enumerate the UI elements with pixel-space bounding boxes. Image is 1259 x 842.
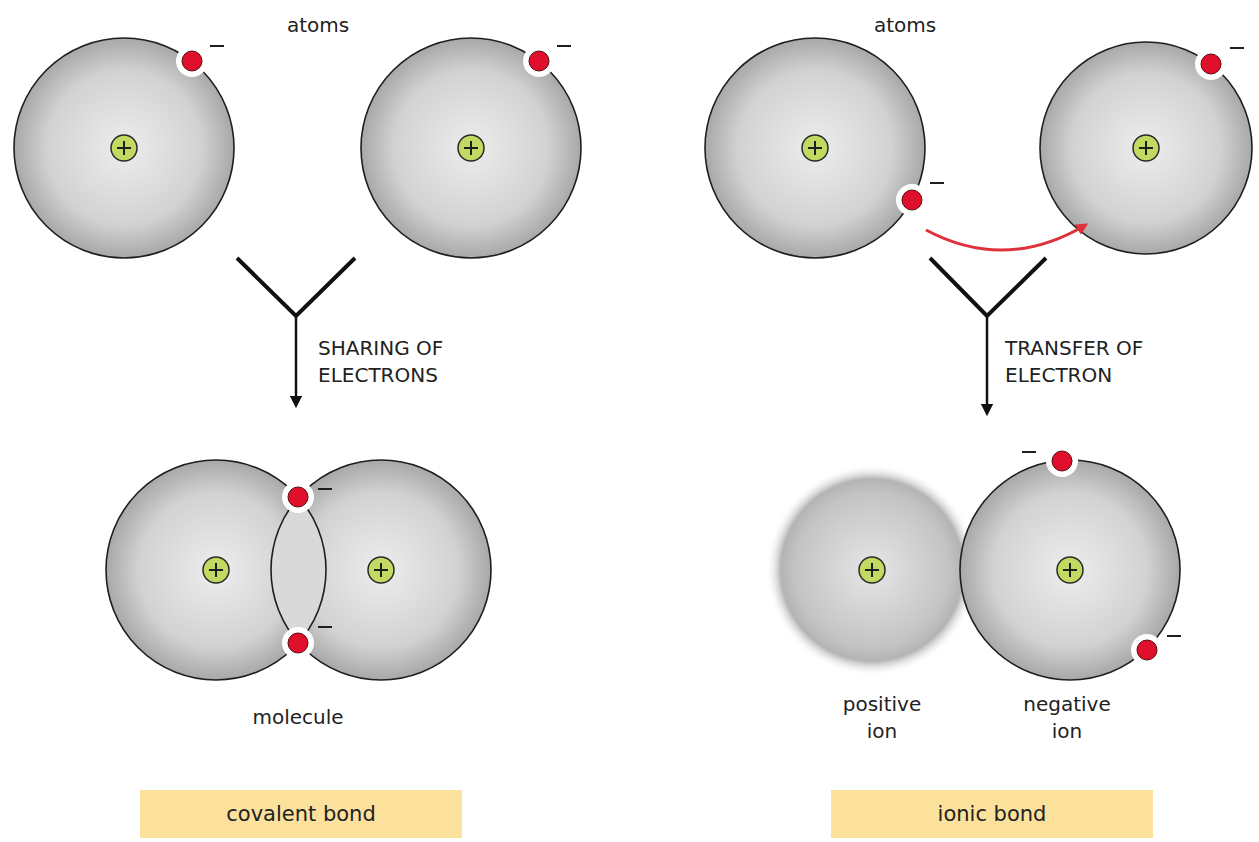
minus-sign [557, 45, 571, 47]
minus-sign [210, 45, 224, 47]
box-label: ionic bond [938, 802, 1047, 826]
minus-sign [318, 488, 332, 490]
plus-sign [1139, 141, 1153, 155]
atom-shell [705, 38, 925, 258]
minus-sign [1230, 47, 1244, 49]
merge-arrow [930, 258, 1046, 316]
atom-shell [361, 38, 581, 258]
atom-shell [271, 460, 491, 680]
plus-sign [464, 141, 478, 155]
merge-arrow [237, 258, 1046, 410]
minus-sign [1167, 635, 1181, 637]
ion-label: negative ion [1017, 691, 1117, 745]
nucleus [802, 135, 828, 161]
merge-arrow [237, 258, 355, 316]
bond-type-box: covalent bond [140, 790, 462, 838]
nucleus [458, 135, 484, 161]
atom-shell [106, 460, 326, 680]
electron [529, 51, 549, 71]
group-label: atoms [874, 12, 936, 39]
atom-shell [14, 38, 234, 258]
process-label: SHARING OF ELECTRONS [318, 335, 498, 389]
nucleus [111, 135, 1159, 583]
negative-ion-shell [960, 460, 1180, 680]
electron-halo [1131, 634, 1163, 666]
electron [1052, 451, 1072, 471]
plus-sign [808, 141, 822, 155]
plus-sign [374, 563, 388, 577]
shared-region [271, 497, 326, 643]
electron [1137, 640, 1157, 660]
ion-label: positive ion [832, 691, 932, 745]
positive-ion-shell [766, 464, 978, 676]
electron [182, 51, 202, 71]
plus-sign [209, 563, 223, 577]
nucleus [1133, 135, 1159, 161]
nucleus [859, 557, 885, 583]
electron-halo [896, 184, 928, 216]
electron-halo [1195, 48, 1227, 80]
merge-arrow [295, 316, 298, 402]
electron [1201, 54, 1221, 74]
atom-shell [106, 460, 326, 680]
plus-sign [117, 141, 131, 155]
atom-shell [1040, 42, 1252, 254]
plus-sign [117, 141, 1153, 577]
nucleus [111, 135, 137, 161]
plus-sign [865, 563, 879, 577]
electron [902, 190, 922, 210]
minus-sign [930, 182, 944, 184]
electron-halo [282, 481, 314, 513]
electron [288, 487, 308, 507]
minus-sign [318, 626, 332, 628]
electron-halo [282, 627, 314, 659]
merge-arrow [986, 316, 989, 410]
group-label: atoms [287, 12, 349, 39]
nucleus [203, 557, 229, 583]
nucleus [1057, 557, 1083, 583]
box-label: covalent bond [226, 802, 375, 826]
electron [288, 633, 308, 653]
result-label: molecule [252, 704, 343, 731]
transfer-arrow [926, 226, 1084, 250]
electron-halo [176, 45, 208, 77]
nucleus [368, 557, 394, 583]
electron-halo [1046, 445, 1078, 477]
plus-sign [1063, 563, 1077, 577]
bond-type-box: ionic bond [831, 790, 1153, 838]
minus-sign [1022, 451, 1036, 453]
atom-shell [271, 460, 491, 680]
minus-sign [210, 46, 1244, 636]
electron [176, 45, 1227, 666]
process-label: TRANSFER OF ELECTRON [1005, 335, 1185, 389]
electron-halo [523, 45, 555, 77]
